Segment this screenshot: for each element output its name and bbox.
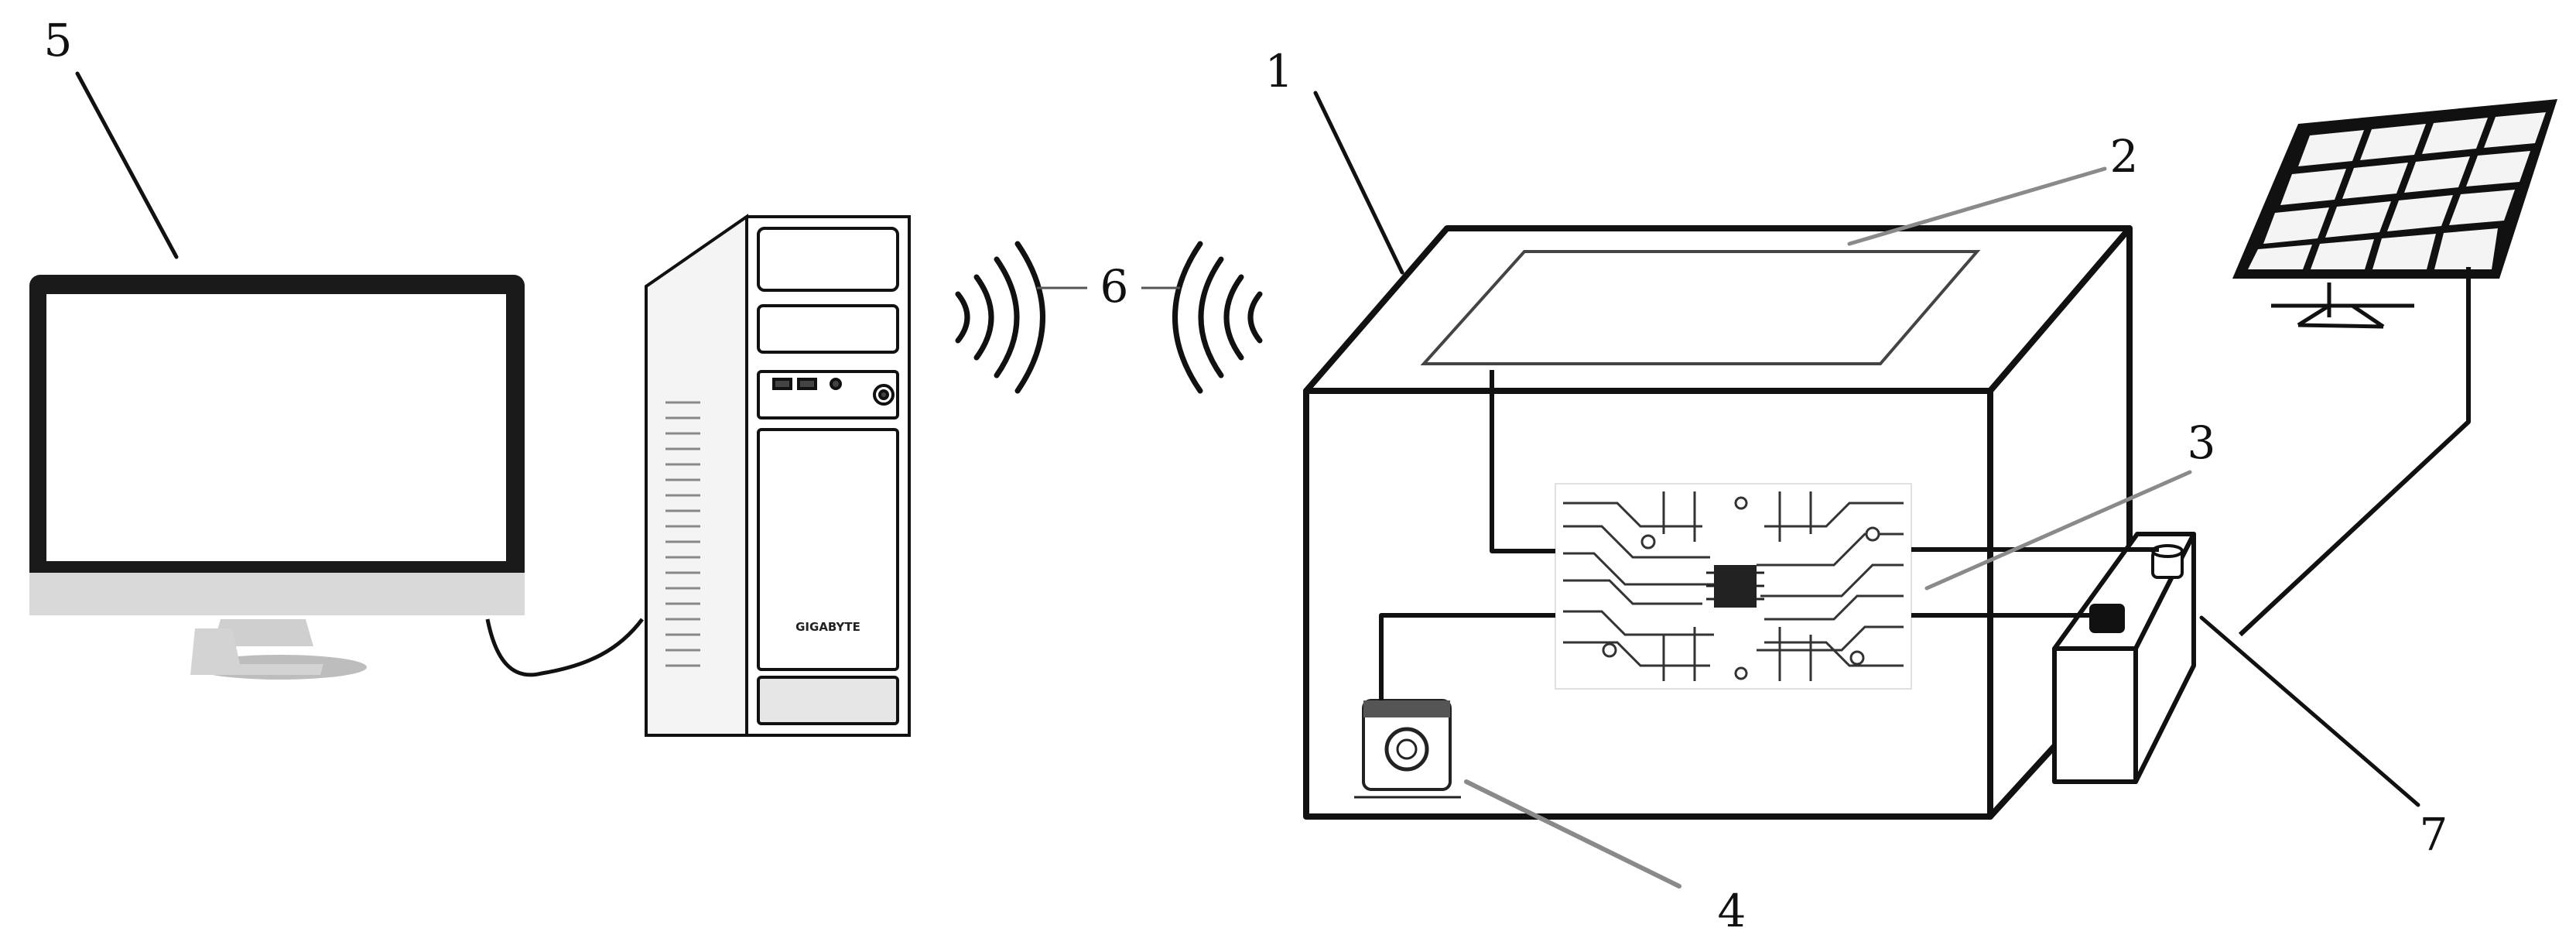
label-battery: 7 (2420, 808, 2448, 861)
circuit-board (1555, 483, 1912, 690)
monitor (29, 275, 525, 680)
solar-panel (2232, 99, 2557, 329)
battery-terminals (2089, 544, 2184, 633)
label-board: 3 (2188, 416, 2216, 469)
leader-lines (75, 71, 2420, 889)
monitor-cable (485, 618, 644, 677)
camera (1354, 699, 1461, 799)
tower-brand-text: GIGABYTE (795, 620, 860, 634)
computer-tower (645, 214, 911, 737)
label-panel: 2 (2110, 130, 2139, 183)
wireless-signal (955, 241, 1263, 394)
label-computer: 5 (44, 14, 73, 67)
tower-vent (665, 401, 700, 667)
label-wireless: 6 (1100, 260, 1129, 313)
top-panel (1420, 250, 1981, 365)
label-box: 1 (1265, 45, 1294, 98)
label-camera: 4 (1718, 885, 1746, 937)
wiring (1379, 267, 2471, 700)
